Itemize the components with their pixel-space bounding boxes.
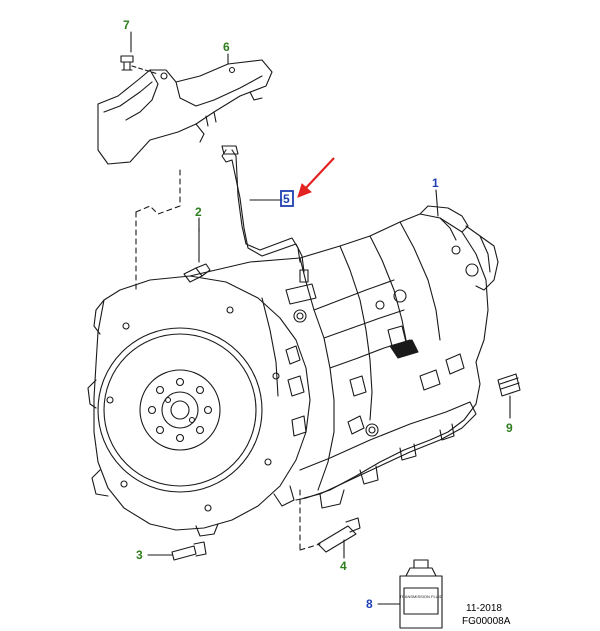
bottle-label: TRANSMISSION FLUID [399, 594, 442, 599]
assembly-guide-lines [135, 169, 321, 551]
plug-part-9 [497, 373, 521, 397]
highlight-box-callout-5 [280, 190, 294, 207]
callout-2: 2 [195, 205, 202, 219]
callout-5: 5 [283, 192, 290, 206]
callout-leaders [130, 31, 511, 605]
callout-8: 8 [366, 597, 373, 611]
red-pointer-arrow-icon [297, 157, 335, 198]
vent-tube-part-5 [221, 145, 309, 283]
bolt-part-3 [171, 541, 207, 561]
bolt-part-2 [183, 227, 211, 283]
heat-shield-part-6 [97, 59, 273, 165]
footer-date: 11-2018 [466, 603, 502, 614]
transmission-housing-part-1 [87, 205, 499, 537]
callout-1: 1 [432, 176, 439, 190]
callout-4: 4 [340, 559, 347, 573]
footer-figure-id: FG00008A [462, 616, 511, 627]
callout-6: 6 [223, 40, 230, 54]
fluid-bottle-part-8 [399, 559, 443, 629]
callout-9: 9 [506, 421, 513, 435]
callout-7: 7 [123, 18, 130, 32]
stud-part-4 [317, 517, 361, 553]
callout-3: 3 [136, 548, 143, 562]
bolt-part-7 [120, 55, 134, 71]
